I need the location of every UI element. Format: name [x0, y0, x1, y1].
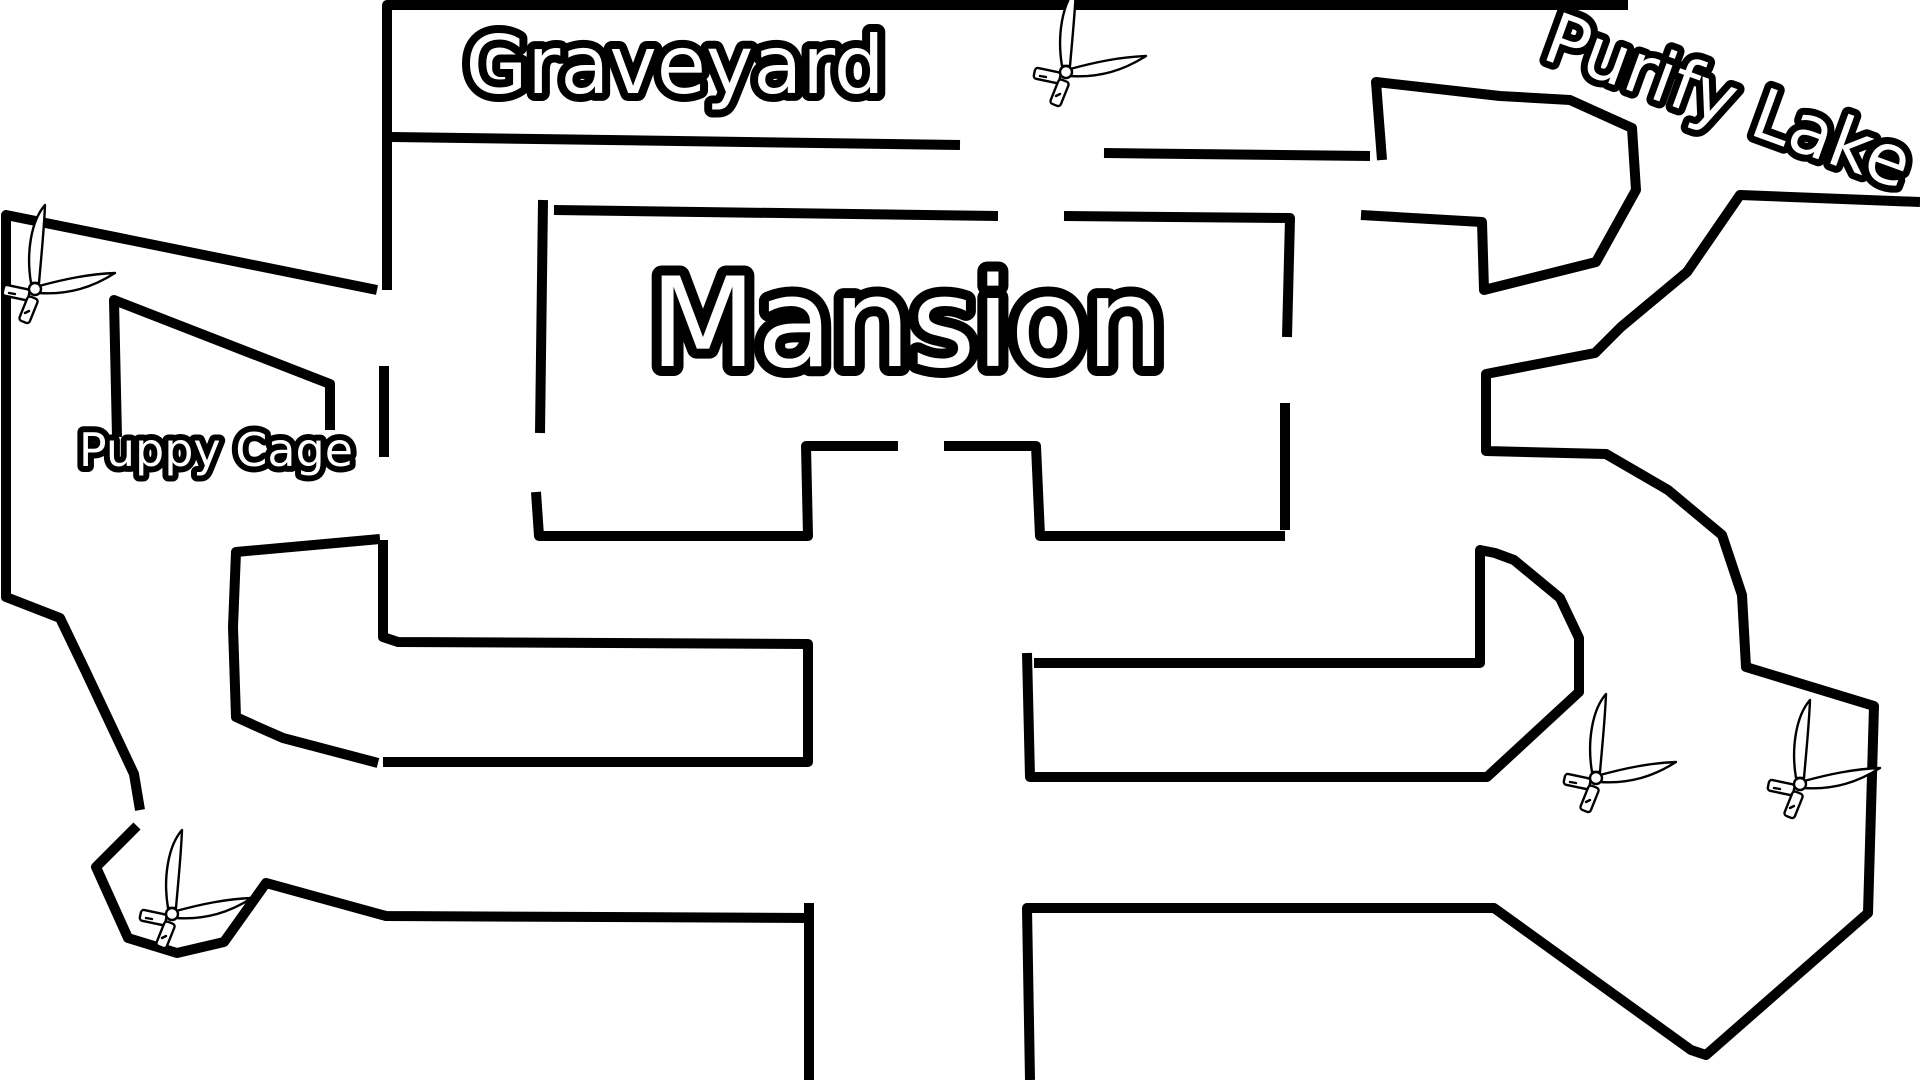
wall-graveyard-bottom-right	[1103, 148, 1371, 161]
location-label-mansion: Mansion	[649, 252, 1164, 396]
wall-mansion-bottom-left	[531, 441, 898, 541]
wall-purify-lake-inner	[1360, 77, 1641, 295]
location-labels: Graveyard Mansion Purify Lake Puppy Cage	[73, 0, 1920, 483]
wall-graveyard-bottom	[391, 132, 961, 150]
wall-puppy-cage	[109, 295, 335, 438]
wall-mansion-bottom-right	[944, 441, 1285, 541]
wall-left-bottom-pocket	[91, 822, 810, 958]
wall-graveyard-top	[382, 0, 1628, 290]
wall-mansion-left	[535, 199, 548, 434]
location-label-purify-lake: Purify Lake	[1534, 0, 1920, 205]
wall-left-corridor	[378, 540, 813, 767]
wall-mansion-top-left	[553, 205, 999, 221]
garden-shears-icon[interactable]	[1562, 692, 1678, 815]
garden-shears-icon[interactable]	[1032, 0, 1148, 109]
wall-outer-left	[1, 210, 378, 811]
wall-mansion-top-right	[1063, 211, 1295, 338]
wall-left-middle-room	[228, 534, 381, 768]
location-label-graveyard: Graveyard	[465, 19, 884, 112]
garden-shears-icon[interactable]	[1766, 698, 1882, 821]
wall-right-lower-room	[1022, 545, 1584, 782]
wall-right-outer	[1022, 190, 1920, 1080]
location-label-puppy-cage: Puppy Cage	[79, 423, 353, 477]
